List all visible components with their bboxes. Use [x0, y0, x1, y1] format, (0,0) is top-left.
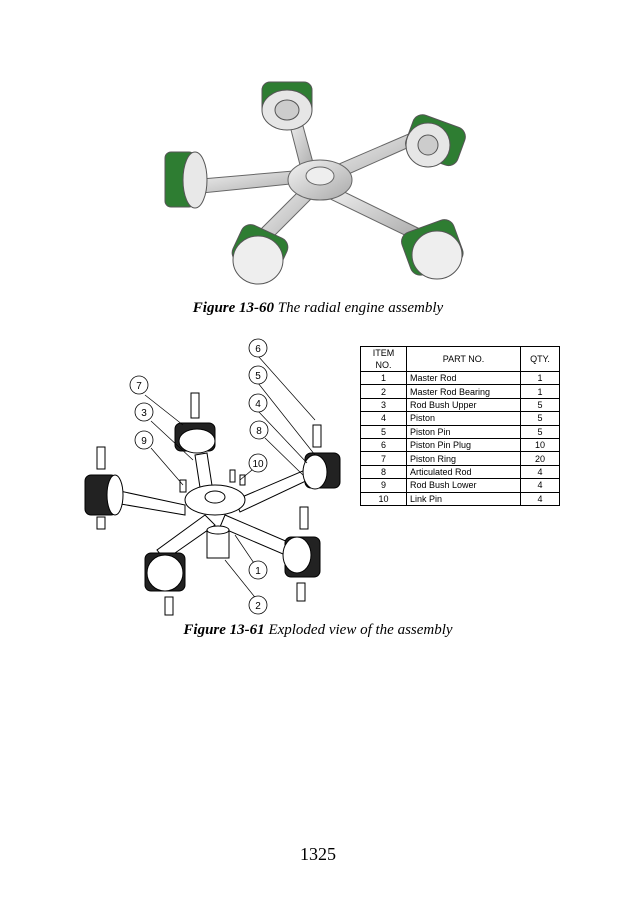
cell-qty: 1 — [520, 384, 560, 399]
cell-part: Master Rod Bearing — [406, 384, 521, 399]
balloon-label: 2 — [255, 601, 261, 612]
cell-qty: 4 — [520, 491, 560, 506]
balloon-5 — [248, 365, 268, 385]
balloon-label: 4 — [255, 399, 261, 410]
balloon-label: 5 — [255, 371, 261, 382]
figure-number: Figure 13-61 — [183, 622, 265, 638]
column-header-qty: QTY. — [520, 346, 560, 372]
cell-part: Link Pin — [406, 491, 521, 506]
balloon-6 — [248, 338, 268, 358]
balloon-label: 8 — [256, 426, 262, 437]
cell-item: 4 — [360, 411, 407, 426]
cell-qty: 10 — [520, 437, 560, 453]
cell-part: Master Rod — [406, 370, 521, 386]
cell-part: Rod Bush Lower — [406, 478, 521, 493]
cell-item: 1 — [360, 370, 407, 386]
radial-engine-assembly-image — [164, 81, 466, 285]
column-header-item-no: ITEM NO. — [360, 346, 407, 372]
table-header-row: ITEM NO. PART NO. QTY. — [360, 346, 560, 372]
cell-qty: 1 — [520, 370, 560, 386]
balloon-label: 7 — [136, 381, 142, 392]
balloon-4 — [248, 393, 268, 413]
cell-part: Rod Bush Upper — [406, 397, 521, 413]
figure-caption: Figure 13-60 The radial engine assembly — [0, 300, 636, 317]
cell-item: 2 — [360, 384, 407, 399]
page-number: 1325 — [300, 844, 336, 864]
figure-caption-text: Exploded view of the assembly — [264, 622, 453, 638]
exploded-view-image: 6 5 4 8 10 7 3 9 1 2 — [84, 338, 341, 616]
figure-caption-text: The radial engine assembly — [274, 300, 444, 316]
balloon-10 — [248, 453, 268, 473]
cell-qty: 5 — [520, 411, 560, 426]
balloon-label: 3 — [141, 408, 147, 419]
cell-qty: 5 — [520, 397, 560, 413]
balloon-label: 10 — [252, 459, 264, 470]
balloon-3 — [134, 402, 154, 422]
figure-caption: Figure 13-61 Exploded view of the assemb… — [0, 622, 636, 639]
cell-part: Articulated Rod — [406, 464, 521, 480]
cell-part: Piston Pin Plug — [406, 437, 521, 453]
cell-qty: 4 — [520, 478, 560, 493]
cell-part: Piston Ring — [406, 451, 521, 466]
cell-part: Piston — [406, 411, 521, 426]
cell-qty: 20 — [520, 451, 560, 466]
figure-number: Figure 13-60 — [192, 300, 275, 316]
cell-item: 7 — [360, 451, 407, 466]
cell-part: Piston Pin — [406, 424, 521, 439]
cell-item: 6 — [360, 437, 407, 453]
cell-qty: 5 — [520, 424, 560, 439]
cell-item: 8 — [360, 464, 407, 480]
cell-item: 3 — [360, 397, 407, 413]
balloon-2 — [248, 595, 268, 615]
balloon-9 — [134, 430, 154, 450]
column-header-part-no: PART NO. — [406, 346, 521, 372]
cell-item: 9 — [360, 478, 407, 493]
balloon-label: 1 — [255, 566, 261, 577]
balloon-1 — [248, 560, 268, 580]
balloon-label: 6 — [255, 344, 261, 355]
balloon-label: 9 — [141, 436, 147, 447]
cell-item: 10 — [360, 491, 407, 506]
cell-item: 5 — [360, 424, 407, 439]
cell-qty: 4 — [520, 464, 560, 480]
balloon-8 — [249, 420, 269, 440]
balloon-7 — [129, 375, 149, 395]
